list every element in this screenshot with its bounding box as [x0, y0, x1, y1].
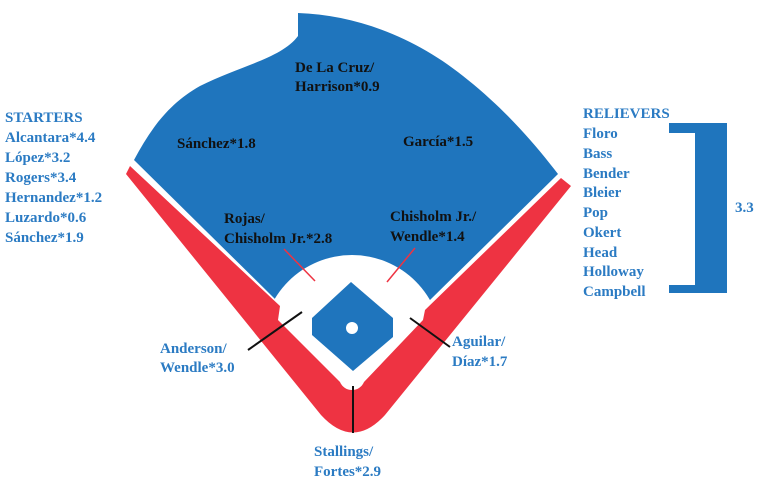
starter-item: Rogers*3.4	[5, 170, 77, 186]
reliever-item: Okert	[583, 225, 621, 241]
reliever-item: Holloway	[583, 264, 644, 280]
relievers-list: RELIEVERS Floro Bass Bender Bleier Pop O…	[583, 106, 670, 300]
reliever-item: Floro	[583, 126, 618, 142]
starters-list: STARTERS Alcantara*4.4 López*3.2 Rogers*…	[5, 110, 102, 246]
starter-item: Hernandez*1.2	[5, 190, 102, 206]
outfield	[134, 13, 558, 300]
label-c-line1: Stallings/	[314, 444, 374, 460]
pointer-3b	[247, 311, 303, 351]
pointer-1b	[409, 317, 451, 348]
starter-item: Alcantara*4.4	[5, 130, 96, 146]
starter-item: Sánchez*1.9	[5, 230, 84, 246]
reliever-item: Pop	[583, 205, 608, 221]
label-1b-line1: Aguilar/	[452, 334, 506, 350]
label-3b-line2: Wendle*3.0	[160, 360, 235, 376]
relievers-group-value: 3.3	[735, 200, 754, 216]
reliever-item: Campbell	[583, 284, 646, 300]
pitchers-mound	[346, 322, 358, 334]
label-1b-line2: Díaz*1.7	[452, 354, 508, 370]
starter-item: Luzardo*0.6	[5, 210, 87, 226]
relievers-heading: RELIEVERS	[583, 106, 670, 122]
starter-item: López*3.2	[5, 150, 70, 166]
label-3b-line1: Anderson/	[160, 341, 228, 357]
label-rf: García*1.5	[403, 134, 473, 150]
label-ss-line2: Chisholm Jr.*2.8	[224, 231, 332, 247]
pointer-2b	[386, 247, 416, 283]
label-cf-line2: Harrison*0.9	[295, 79, 380, 95]
label-2b-line1: Chisholm Jr./	[390, 209, 477, 225]
label-ss-line1: Rojas/	[224, 211, 266, 227]
label-lf: Sánchez*1.8	[177, 136, 256, 152]
reliever-item: Head	[583, 245, 618, 261]
reliever-item: Bleier	[583, 185, 622, 201]
reliever-item: Bender	[583, 166, 630, 182]
label-cf-line1: De La Cruz/	[295, 60, 375, 76]
label-2b-line2: Wendle*1.4	[390, 229, 465, 245]
starters-heading: STARTERS	[5, 110, 83, 126]
reliever-item: Bass	[583, 146, 612, 162]
pointer-ss	[283, 248, 316, 282]
label-c-line2: Fortes*2.9	[314, 464, 381, 480]
relievers-bracket	[669, 123, 727, 293]
